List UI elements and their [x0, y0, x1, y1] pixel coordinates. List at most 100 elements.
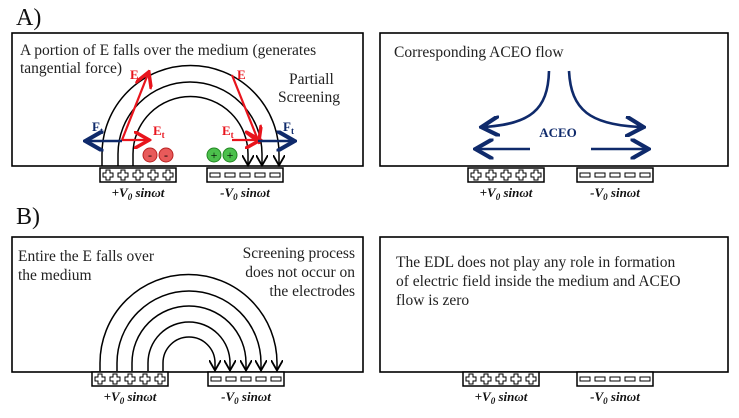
field-lines	[99, 273, 277, 372]
field-line	[116, 290, 261, 371]
e-label: E	[237, 67, 246, 82]
panel-b-right: The EDL does not play any role in format…	[379, 236, 729, 406]
plus-icon	[109, 373, 121, 385]
positive-ions: + +	[206, 147, 238, 163]
positive-electrode: +V0 sinωt	[91, 371, 169, 406]
plus-icon	[500, 169, 512, 181]
negative-electrode: -V0 sinωt	[206, 167, 284, 202]
plus-icon	[102, 169, 114, 181]
minus-icon	[624, 376, 636, 382]
svg-text:+: +	[211, 148, 218, 162]
minus-icon	[240, 376, 252, 382]
medium-box	[379, 236, 729, 373]
plus-icon	[154, 373, 166, 385]
medium-box	[11, 236, 364, 373]
panel-a-right: Corresponding ACEO flow ACEO +V0 sinωt -V…	[379, 32, 729, 202]
plus-icon	[465, 373, 477, 385]
svg-text:-: -	[148, 148, 152, 162]
description-line: tangential force)	[20, 60, 122, 77]
positive-electrode: +V0 sinωt	[99, 167, 177, 202]
minus-icon	[210, 376, 222, 382]
negative-ions: - -	[142, 147, 174, 163]
field-line	[162, 336, 215, 371]
minus-icon	[639, 172, 651, 178]
et-label: Et	[222, 123, 234, 140]
description-line: The EDL does not play any role in format…	[396, 254, 675, 271]
negative-electrode: -V0 sinωt	[576, 371, 654, 406]
minus-icon	[269, 172, 281, 178]
electrode-voltage-label: -V0 sinωt	[221, 389, 271, 406]
field-line	[147, 321, 230, 371]
electrode-voltage-label: +V0 sinωt	[104, 389, 157, 406]
panel-a-left: A portion of E falls over the medium (ge…	[11, 32, 364, 202]
plus-icon	[470, 169, 482, 181]
note-line: Screening	[278, 89, 340, 106]
plus-icon	[485, 169, 497, 181]
note-line: Screening process	[243, 245, 355, 262]
plus-icon	[124, 373, 136, 385]
ft-label: Ft	[92, 119, 103, 136]
medium-box	[11, 32, 364, 167]
aceo-label: ACEO	[539, 125, 577, 140]
minus-icon	[270, 376, 282, 382]
et-label: Et	[153, 123, 165, 140]
field-line	[131, 305, 246, 371]
minus-icon	[624, 172, 636, 178]
electrode-voltage-label: -V0 sinωt	[590, 389, 640, 406]
minus-icon	[639, 376, 651, 382]
minus-icon	[579, 172, 591, 178]
minus-icon	[239, 172, 251, 178]
plus-icon	[515, 169, 527, 181]
minus-icon	[225, 376, 237, 382]
medium-box	[379, 32, 729, 167]
description-line: the medium	[18, 267, 92, 284]
electrode-voltage-label: -V0 sinωt	[590, 185, 640, 202]
plus-icon	[510, 373, 522, 385]
positive-electrode: +V0 sinωt	[467, 167, 545, 202]
plus-icon	[139, 373, 151, 385]
description-line: A portion of E falls over the medium (ge…	[20, 42, 316, 59]
negative-electrode: -V0 sinωt	[576, 167, 654, 202]
negative-electrode: -V0 sinωt	[207, 371, 285, 406]
e-field-arrow	[120, 74, 148, 141]
minus-icon	[594, 376, 606, 382]
plus-icon	[162, 169, 174, 181]
plus-icon	[147, 169, 159, 181]
plus-icon	[94, 373, 106, 385]
minus-icon	[579, 376, 591, 382]
e-field-arrow	[230, 74, 258, 140]
note-line: the electrodes	[269, 283, 355, 300]
minus-icon	[254, 172, 266, 178]
positive-electrode: +V0 sinωt	[462, 371, 540, 406]
flow-arrow-right	[567, 70, 641, 127]
minus-icon	[224, 172, 236, 178]
electrode-voltage-label: -V0 sinωt	[220, 185, 270, 202]
panel-a-label: A)	[16, 5, 41, 31]
panel-b-left: Entire the E falls over the medium Scree…	[11, 236, 364, 406]
description-line: of electric field inside the medium and …	[396, 273, 681, 290]
panel-b-label: B)	[16, 204, 40, 230]
svg-text:-: -	[164, 148, 168, 162]
flow-arrow-left	[484, 70, 551, 127]
plus-icon	[132, 169, 144, 181]
description: Corresponding ACEO flow	[394, 44, 564, 61]
minus-icon	[594, 172, 606, 178]
field-line	[99, 273, 277, 372]
plus-icon	[525, 373, 537, 385]
minus-icon	[209, 172, 221, 178]
note-line: does not occur on	[245, 264, 355, 281]
electrode-voltage-label: +V0 sinωt	[112, 185, 165, 202]
ft-label: Ft	[283, 119, 294, 136]
description-line: Entire the E falls over	[18, 248, 155, 265]
minus-icon	[609, 172, 621, 178]
svg-text:+: +	[227, 148, 234, 162]
plus-icon	[480, 373, 492, 385]
plus-icon	[117, 169, 129, 181]
minus-icon	[609, 376, 621, 382]
description-line: flow is zero	[396, 292, 469, 309]
plus-icon	[495, 373, 507, 385]
electrode-voltage-label: +V0 sinωt	[480, 185, 533, 202]
minus-icon	[255, 376, 267, 382]
electrode-voltage-label: +V0 sinωt	[475, 389, 528, 406]
